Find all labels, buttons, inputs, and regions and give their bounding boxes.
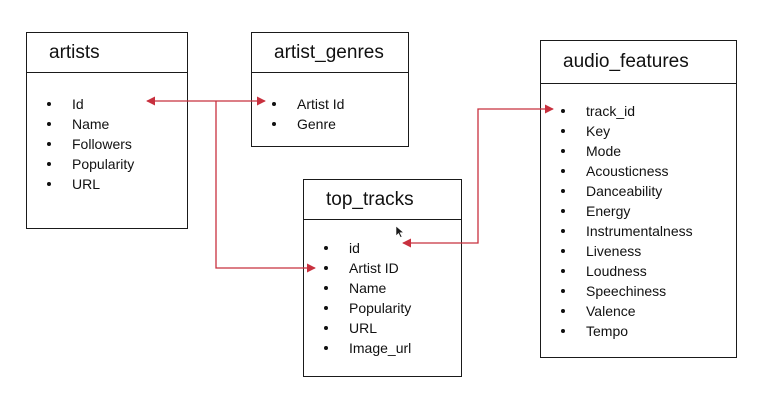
field-list-audio-features: track_id Key Mode Acousticness Danceabil… [541, 84, 736, 341]
field-audio-features-mode: Mode [541, 141, 736, 161]
field-audio-features-valence: Valence [541, 301, 736, 321]
field-top-tracks-url: URL [304, 318, 461, 338]
field-audio-features-liveness: Liveness [541, 241, 736, 261]
mouse-cursor-icon [395, 225, 405, 238]
field-artists-followers: Followers [27, 134, 187, 154]
field-top-tracks-name: Name [304, 278, 461, 298]
field-audio-features-acousticness: Acousticness [541, 161, 736, 181]
field-audio-features-speechiness: Speechiness [541, 281, 736, 301]
table-title-artist-genres: artist_genres [252, 33, 408, 73]
field-audio-features-energy: Energy [541, 201, 736, 221]
field-list-artists: Id Name Followers Popularity URL [27, 73, 187, 194]
connector-artists-to-top-tracks [215, 101, 316, 273]
field-list-top-tracks: id Artist ID Name Popularity URL Image_u… [304, 220, 461, 358]
field-list-artist-genres: Artist Id Genre [252, 73, 408, 134]
field-artist-genres-genre: Genre [252, 114, 408, 134]
table-audio-features: audio_features track_id Key Mode Acousti… [540, 40, 737, 358]
field-top-tracks-popularity: Popularity [304, 298, 461, 318]
table-title-artists: artists [27, 33, 187, 73]
field-top-tracks-id: id [304, 238, 461, 258]
field-artists-popularity: Popularity [27, 154, 187, 174]
field-top-tracks-image-url: Image_url [304, 338, 461, 358]
table-artists: artists Id Name Followers Popularity URL [26, 32, 188, 229]
field-top-tracks-artist-id: Artist ID [304, 258, 461, 278]
field-artist-genres-artist-id: Artist Id [252, 94, 408, 114]
field-audio-features-tempo: Tempo [541, 321, 736, 341]
table-artist-genres: artist_genres Artist Id Genre [251, 32, 409, 147]
connector-audio-features-to-top-tracks [402, 104, 554, 248]
table-title-audio-features: audio_features [541, 41, 736, 84]
field-artists-url: URL [27, 174, 187, 194]
field-audio-features-track-id: track_id [541, 101, 736, 121]
field-audio-features-key: Key [541, 121, 736, 141]
field-audio-features-loudness: Loudness [541, 261, 736, 281]
field-audio-features-danceability: Danceability [541, 181, 736, 201]
field-audio-features-instrumentalness: Instrumentalness [541, 221, 736, 241]
table-title-top-tracks: top_tracks [304, 180, 461, 220]
field-artists-name: Name [27, 114, 187, 134]
field-artists-id: Id [27, 94, 187, 114]
